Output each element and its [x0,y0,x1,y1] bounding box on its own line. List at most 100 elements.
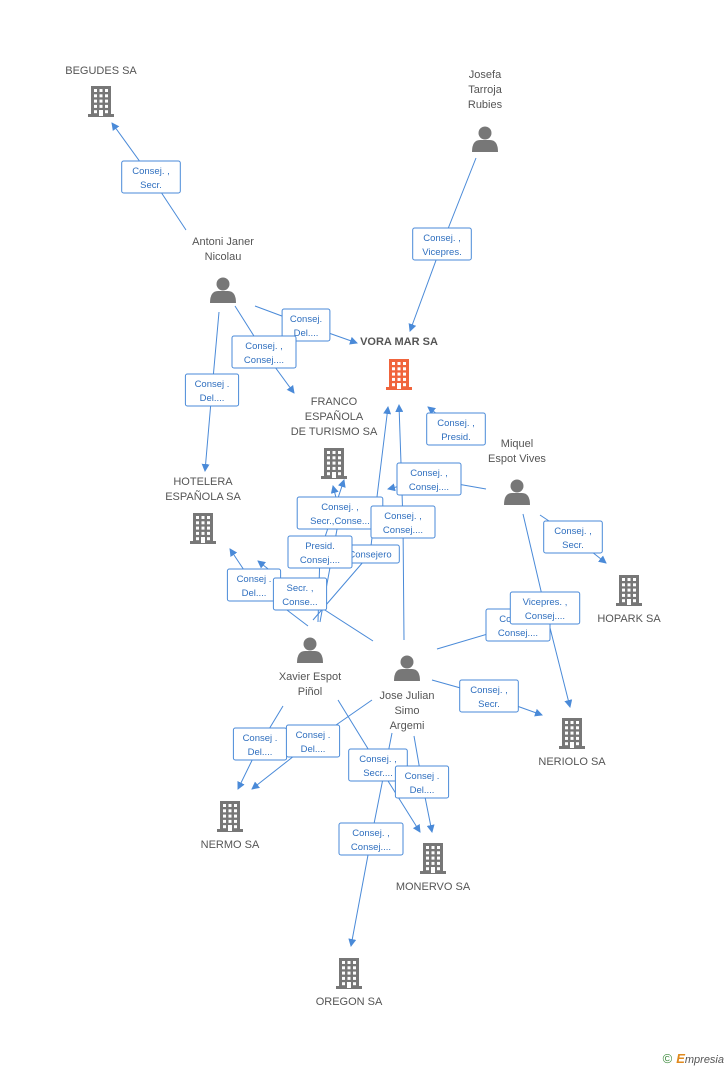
edge-role-label[interactable]: Consej. Del.... [281,308,331,342]
node-label: HOTELERA [173,476,233,488]
person-icon [472,126,498,152]
edge-role-label[interactable]: Consej . Del.... [226,568,282,602]
edge-role-text: Consej.... [498,628,538,639]
node-label: HOPARK SA [597,613,661,625]
building-icon [190,513,216,544]
edge-role-text: Consej.... [409,482,449,493]
node-label: Xavier Espot [279,671,341,683]
edge-role-text: Consej.... [351,842,391,853]
brand-name: mpresia [684,1054,724,1066]
edge-role-text: Consej. [290,314,322,325]
node-hopark[interactable]: HOPARK SA [597,575,661,625]
edge-role-text: Conse... [282,597,317,608]
edge-role-text: Consej. , [470,685,508,696]
edge-role-label[interactable]: Consej. , Consej.... [396,462,462,496]
copyright-symbol: © [662,1051,673,1066]
edge-role-label[interactable]: Consej. ,Consej.... [370,505,436,539]
edge-role-label[interactable]: Vicepres. , Consej.... [509,591,581,625]
person-icon [394,655,420,681]
node-label: Miquel [501,438,533,450]
edge-role-text: Consej. , [352,828,390,839]
edge-role-text: Del.... [410,785,435,796]
edge-role-label[interactable]: Consej .Del.... [184,373,240,407]
edge-role-text: Consej.... [525,611,565,622]
node-label: Nicolau [205,251,242,263]
node-label: NERMO SA [201,839,260,851]
edge-role-label[interactable]: Secr. , Conse... [272,577,328,611]
node-begudes[interactable]: BEGUDES SA [65,65,137,117]
edge-role-text: Consej. , [410,468,448,479]
edge-role-text: Consejero [348,550,391,561]
empresia-brand[interactable]: ©Empresia [663,1051,724,1066]
node-label: FRANCO [311,396,358,408]
edge-role-label[interactable]: Consej. ,Presid. [426,412,486,446]
edge-role-text: Presid. [441,432,471,443]
edge-role-text: Consej. , [245,341,283,352]
person-icon [210,277,236,303]
node-voramar[interactable]: VORA MAR SA [360,336,438,390]
person-icon [297,637,323,663]
edge-role-label[interactable]: Consej . Del.... [394,765,450,799]
edge-role-label[interactable]: Presid. Consej.... [287,535,353,569]
edge-role-label[interactable]: Consej. , Vicepres. [412,227,472,261]
edge-role-text: Consej . [405,771,440,782]
edge-role-text: Secr. , [287,583,314,594]
edge-role-text: Consej.... [244,355,284,366]
edge-role-label[interactable]: Consej .Del.... [232,727,288,761]
node-label: Piñol [298,686,322,698]
edge-role-text: Consej . [195,379,230,390]
edge-role-label[interactable]: Consej. ,Secr.... [348,748,408,782]
edge-role-label[interactable]: Consej. , Consej.... [231,335,297,369]
edge-role-text: Secr. [562,540,584,551]
edge-role-text: Secr. [478,699,500,710]
edge-role-text: Consej . [237,574,272,585]
building-icon [88,86,114,117]
edge-role-text: Consej.... [300,555,340,566]
building-icon [321,448,347,479]
node-label: Rubies [468,99,503,111]
node-label: Simo [394,705,419,717]
edge-role-label[interactable]: Consej. ,Secr. [543,520,603,554]
node-nermo[interactable]: NERMO SA [201,801,260,851]
building-icon [559,718,585,749]
node-monervo[interactable]: MONERVO SA [396,843,471,893]
edge-role-label[interactable]: Consej. , Consej.... [338,822,404,856]
edge-role-text: Del.... [242,588,267,599]
edge-role-text: Presid. [305,541,335,552]
edge-role-text: Vicepres. , [523,597,568,608]
edge-role-text: Del.... [294,328,319,339]
edge-role-text: Secr.,Conse... [310,516,370,527]
edge-role-text: Vicepres. [422,247,461,258]
node-label: Tarroja [468,84,503,96]
edge-role-text: Consej.... [383,525,423,536]
node-neriolo[interactable]: NERIOLO SA [538,718,606,768]
edge-labels-layer: Consej. , Secr. Consej. , Vicepres. Consej. D… [121,160,603,856]
node-label: OREGON SA [316,996,383,1008]
edge-role-label[interactable]: Consej. ,Secr. [121,160,181,194]
node-label: Antoni Janer [192,236,254,248]
brand-initial: E [676,1051,685,1066]
node-label: Espot Vives [488,453,546,465]
node-label: Josefa [469,69,502,81]
building-icon [386,359,412,390]
building-icon [217,801,243,832]
edge-role-label[interactable]: Consej. , Secr. [459,679,519,713]
edge-role-text: Secr.... [363,768,393,779]
node-label: DE TURISMO SA [291,426,378,438]
edge-role-label[interactable]: Consej. ,Secr.,Conse... [296,496,384,530]
node-oregon[interactable]: OREGON SA [316,958,383,1008]
node-label: NERIOLO SA [538,756,606,768]
node-label: MONERVO SA [396,881,471,893]
edge-role-text: Consej. , [423,233,461,244]
edge-role-label[interactable]: Consej .Del.... [285,724,341,758]
node-label: Jose Julian [379,690,434,702]
